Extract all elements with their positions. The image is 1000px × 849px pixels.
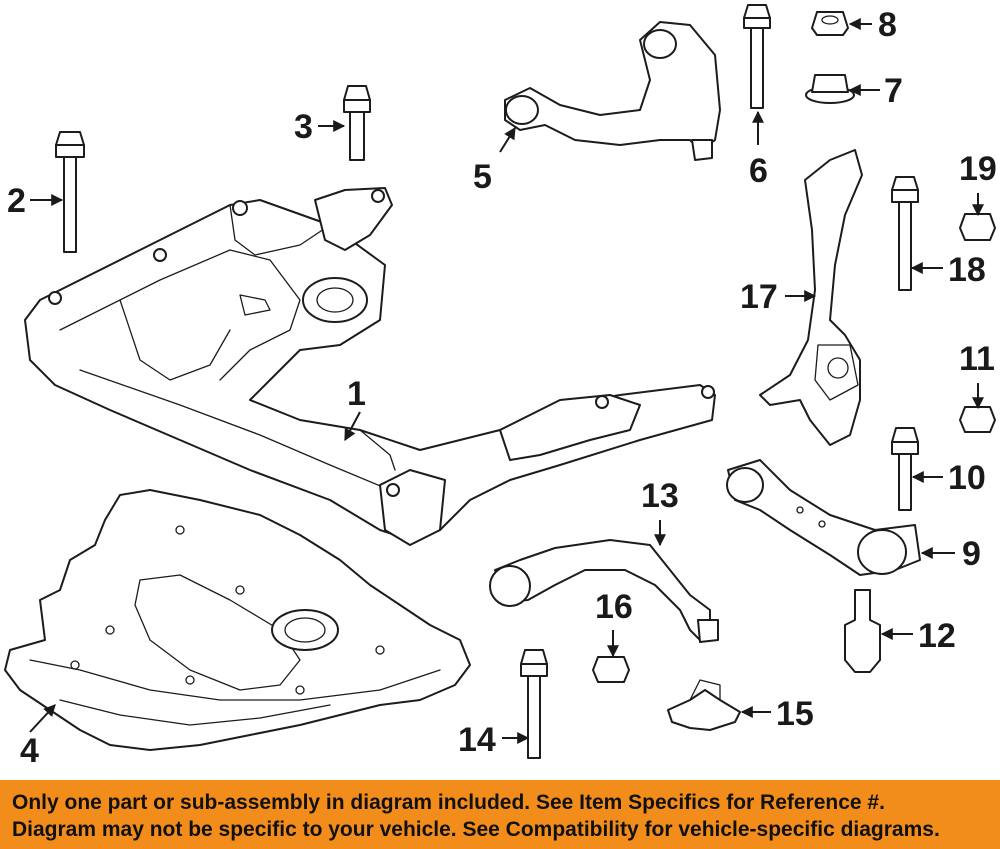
callout-6: 6 [749, 152, 768, 190]
nut-19-part [959, 213, 996, 241]
callout-9: 9 [962, 535, 981, 573]
callout-1: 1 [347, 375, 366, 413]
disclaimer-line-2: Diagram may not be specific to your vehi… [12, 818, 940, 841]
callout-3: 3 [294, 108, 313, 146]
callout-4: 4 [20, 732, 39, 770]
nut-8-part [811, 11, 849, 36]
strut-13-part [489, 539, 719, 643]
callout-17: 17 [740, 278, 778, 316]
parts-diagram: 1 2 3 4 5 6 7 8 9 10 11 12 13 14 15 16 1… [4, 4, 997, 770]
subframe-part [24, 187, 716, 546]
callout-11: 11 [959, 340, 995, 378]
callout-2: 2 [7, 182, 26, 220]
bolt-2-part [55, 131, 85, 253]
callout-12: 12 [918, 617, 956, 655]
leader-lines [29, 18, 984, 744]
callout-8: 8 [878, 6, 897, 44]
disclaimer-line-1: Only one part or sub-assembly in diagram… [12, 791, 885, 814]
upper-arm-5-part [504, 21, 721, 161]
callout-13: 13 [641, 477, 679, 515]
bolt-3-part [343, 85, 371, 161]
bolt-18-part [891, 176, 919, 291]
callout-5: 5 [473, 158, 492, 196]
callout-10: 10 [948, 459, 986, 497]
bolt-10-part [891, 427, 919, 511]
nut-11-part [959, 406, 996, 433]
callout-18: 18 [948, 251, 986, 289]
callout-15: 15 [776, 695, 814, 733]
nut-16-part [592, 656, 630, 683]
disclaimer-banner: Only one part or sub-assembly in diagram… [0, 780, 1000, 849]
skid-plate-part [4, 489, 471, 751]
nut-7-part [805, 74, 855, 104]
callout-7: 7 [884, 72, 903, 110]
bolt-6-part [743, 4, 771, 109]
callout-19: 19 [959, 150, 997, 188]
callouts: 1 2 3 4 5 6 7 8 9 10 11 12 13 14 15 16 1… [7, 6, 997, 770]
bolt-14-part [520, 649, 548, 759]
knuckle-17-part [759, 149, 863, 446]
ball-joint-12-part [844, 589, 881, 673]
callout-14: 14 [458, 721, 496, 759]
lower-arm-9-part [726, 459, 921, 576]
callout-16: 16 [595, 588, 633, 626]
bracket-15-part [667, 679, 741, 731]
